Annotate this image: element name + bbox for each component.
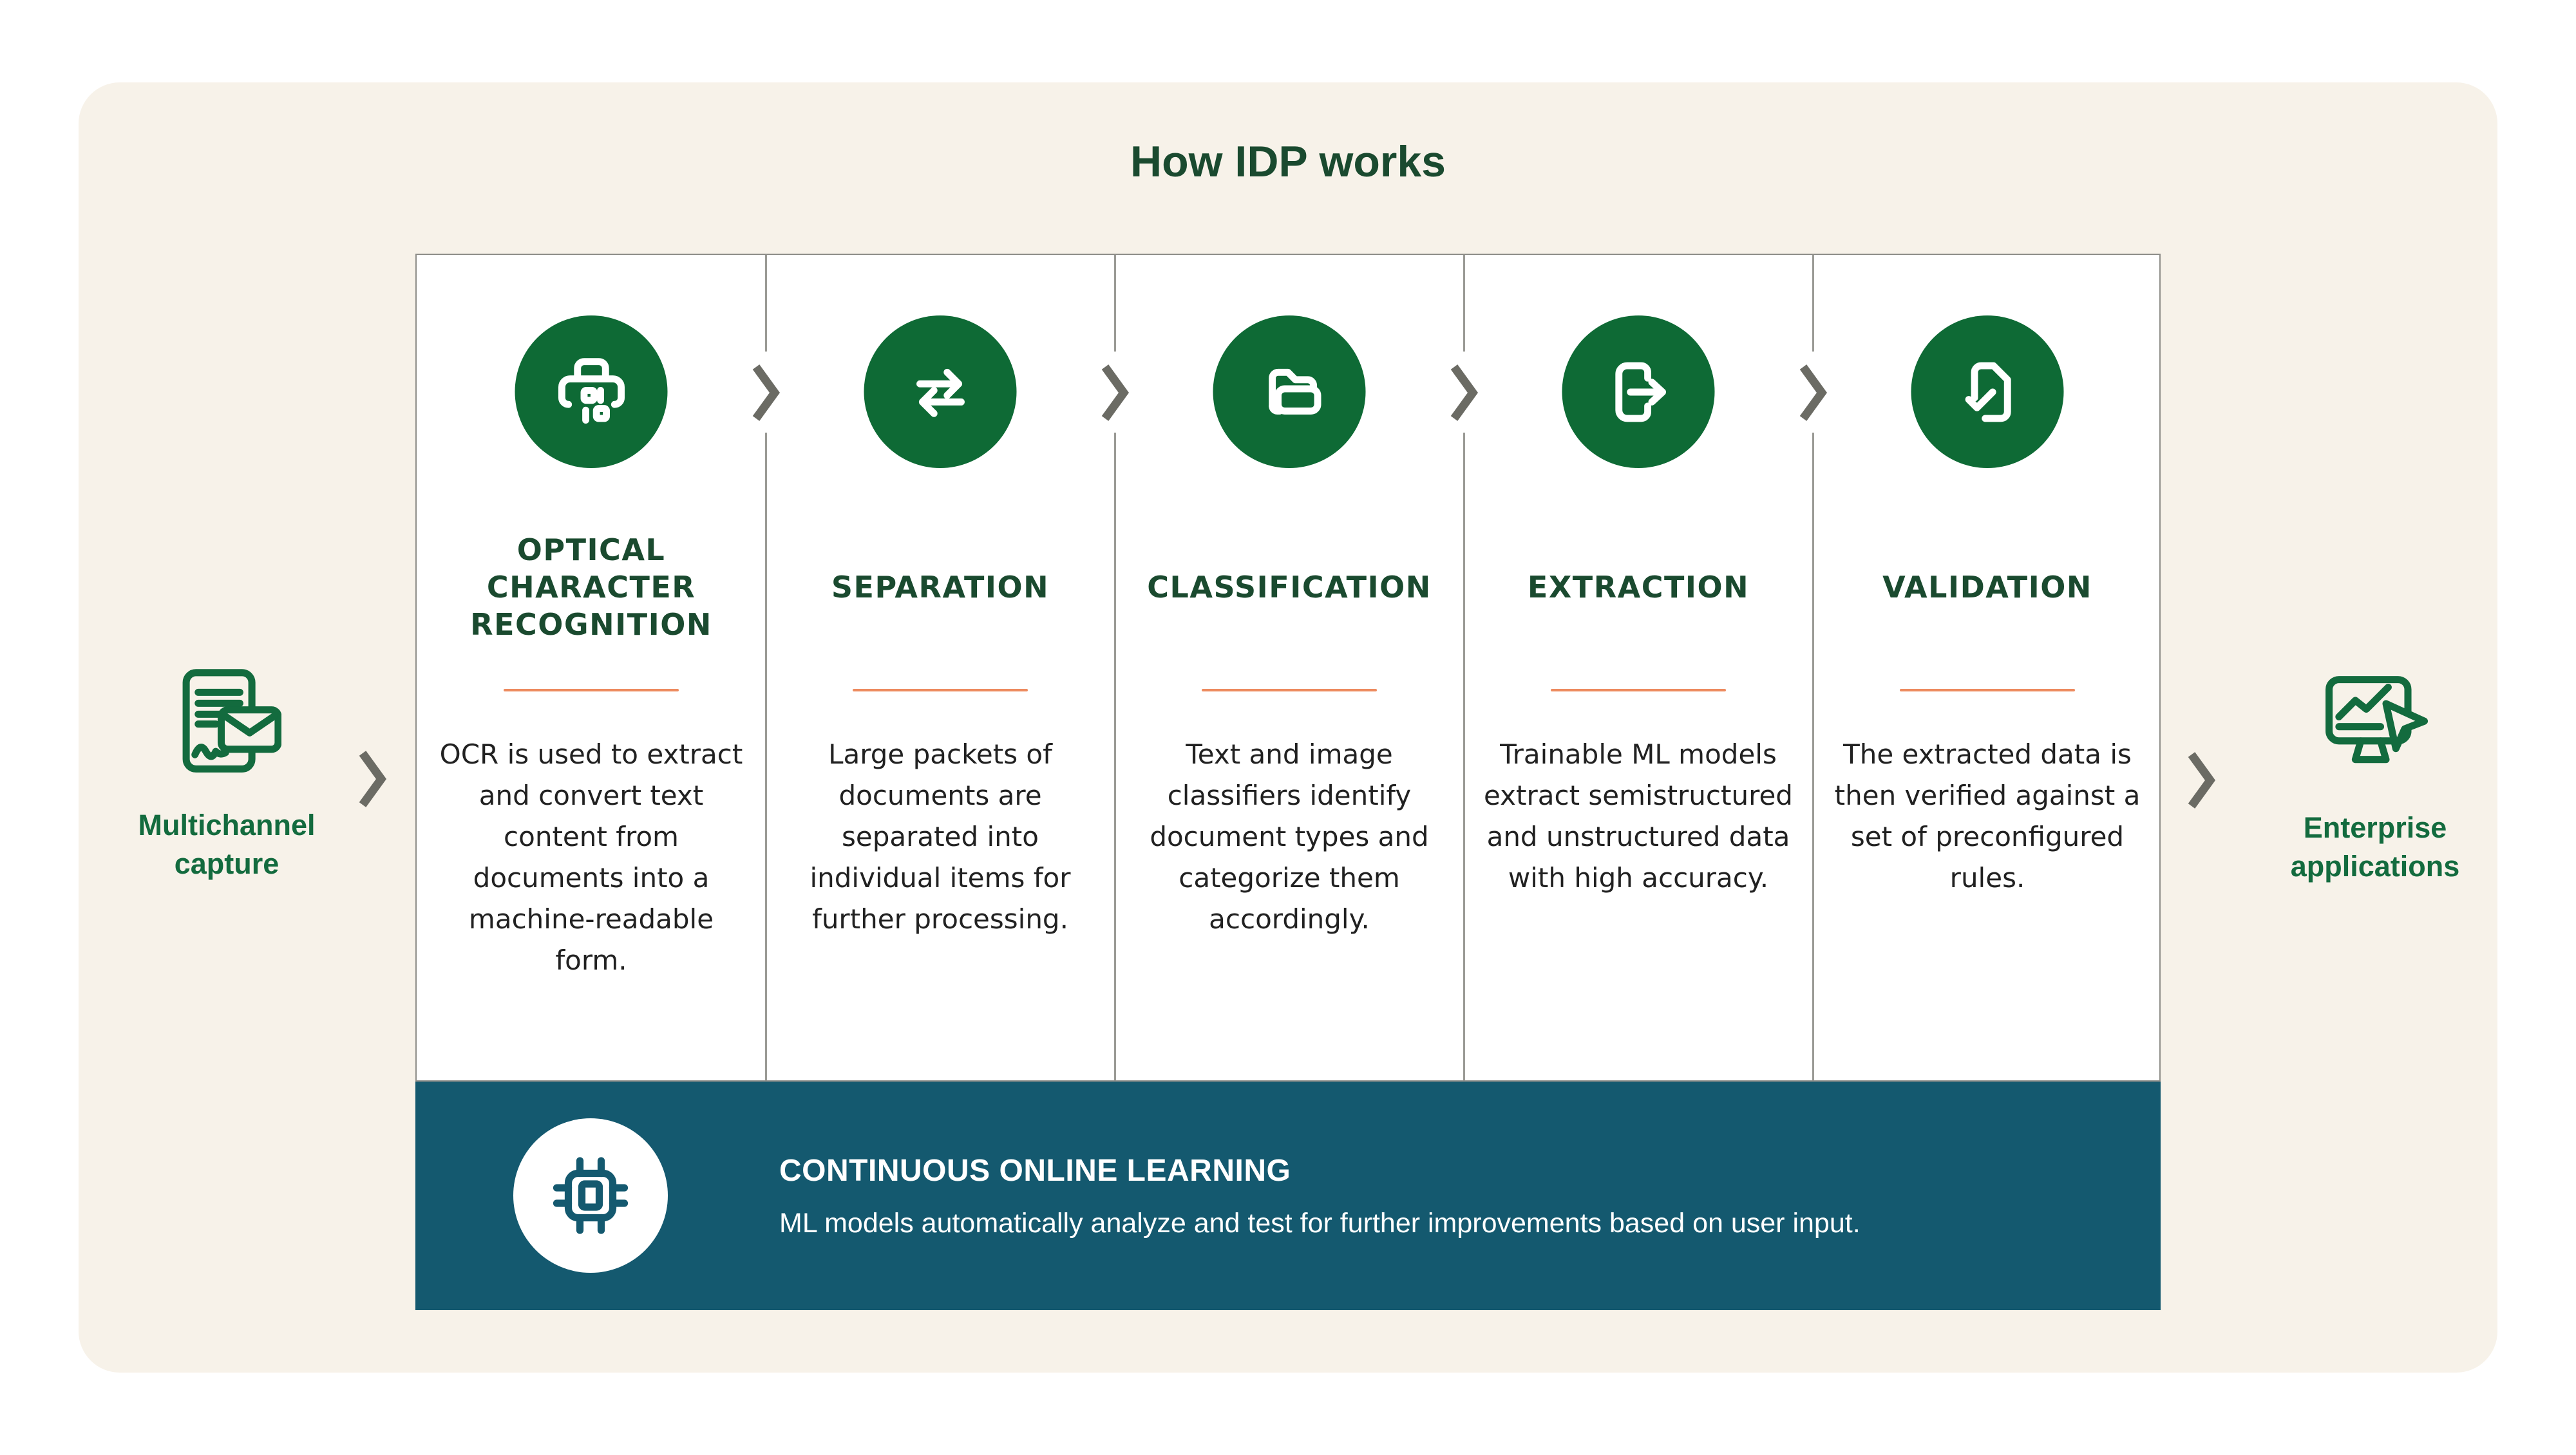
monitor-cursor-icon <box>2325 676 2429 764</box>
step-description: OCR is used to extract and convert text … <box>439 738 743 976</box>
step-description: Text and image classifiers identify docu… <box>1150 738 1429 935</box>
banner-description: ML models automatically analyze and test… <box>779 1207 1861 1239</box>
step-icon-badge <box>515 315 668 468</box>
step-description: Large packets of documents are separated… <box>810 738 1071 935</box>
step-extraction: EXTRACTION Trainable ML models extract s… <box>1464 255 1813 1080</box>
flow-chevron-icon <box>1799 364 1827 421</box>
flow-chevron-icon <box>2188 752 2215 809</box>
transfer-arrows-icon <box>916 368 965 417</box>
continuous-learning-banner: CONTINUOUS ONLINE LEARNING ML models aut… <box>415 1082 2161 1310</box>
accent-divider <box>853 689 1028 691</box>
step-validation: VALIDATION The extracted data is then ve… <box>1813 255 2162 1080</box>
step-title: OPTICAL CHARACTER RECOGNITION <box>470 532 712 642</box>
multichannel-capture-label: Multichannel capture <box>138 809 316 880</box>
open-folder-icon <box>1268 368 1321 415</box>
step-classification: CLASSIFICATION Text and image classifier… <box>1115 255 1464 1080</box>
flow-chevron-icon <box>1101 364 1129 421</box>
banner-title: CONTINUOUS ONLINE LEARNING <box>779 1153 1291 1188</box>
step-icon-badge <box>1562 315 1715 468</box>
enterprise-applications-group: Enterprise applications <box>2240 671 2510 886</box>
accent-divider <box>1551 689 1726 691</box>
banner-icon-badge <box>513 1118 668 1273</box>
process-panel: OPTICAL CHARACTER RECOGNITION OCR is use… <box>415 254 2161 1082</box>
step-separation: SEPARATION Large packets of documents ar… <box>766 255 1115 1080</box>
document-envelope-icon <box>182 669 282 773</box>
step-title: EXTRACTION <box>1527 570 1750 605</box>
step-description: Trainable ML models extract semistructur… <box>1484 738 1793 894</box>
flow-chevron-icon <box>359 751 386 807</box>
enterprise-applications-label: Enterprise applications <box>2290 811 2460 883</box>
flow-chevron-icon <box>1450 364 1478 421</box>
step-icon-badge <box>1213 315 1366 468</box>
step-description: The extracted data is then verified agai… <box>1834 738 2141 894</box>
cpu-chip-icon <box>553 1157 629 1234</box>
multichannel-capture-group: Multichannel capture <box>91 668 362 883</box>
step-title: SEPARATION <box>831 570 1050 605</box>
page-title: How IDP works <box>1130 137 1446 186</box>
export-arrow-icon <box>1615 362 1666 422</box>
step-ocr: OPTICAL CHARACTER RECOGNITION OCR is use… <box>417 255 766 1080</box>
accent-divider <box>1202 689 1377 691</box>
scanner-ocr-icon <box>558 357 625 424</box>
flow-chevron-icon <box>752 364 780 421</box>
accent-divider <box>504 689 679 691</box>
banner-text-block: CONTINUOUS ONLINE LEARNING ML models aut… <box>779 1082 2099 1310</box>
accent-divider <box>1900 689 2075 691</box>
step-title: CLASSIFICATION <box>1147 570 1432 605</box>
step-icon-badge <box>1911 315 2064 468</box>
step-title: VALIDATION <box>1882 570 2092 605</box>
step-icon-badge <box>864 315 1017 468</box>
document-check-icon <box>1965 362 2011 422</box>
